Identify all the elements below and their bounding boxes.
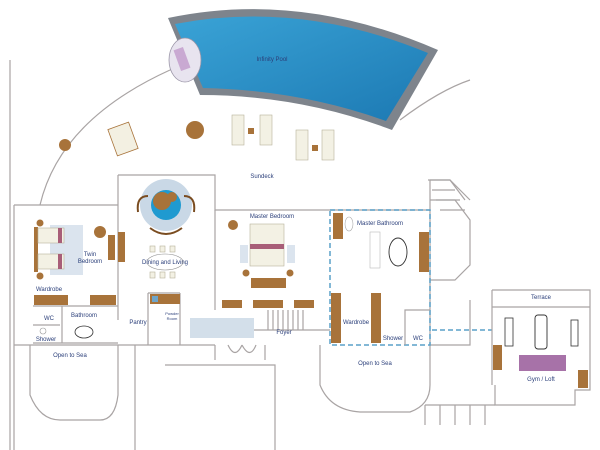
label-wardrobe-right: Wardrobe — [343, 320, 370, 326]
label-bathroom: Bathroom — [71, 313, 97, 319]
label-shower-left: Shower — [36, 337, 56, 343]
label-wc-left: WC — [44, 316, 55, 322]
label-foyer: Foyer — [276, 330, 291, 336]
master-suite-outline — [329, 209, 431, 346]
label-open-to-sea-right: Open to Sea — [358, 361, 392, 367]
label-wc-right: WC — [413, 336, 424, 342]
label-shower-right: Shower — [383, 336, 403, 342]
label-powder-room-2: Room — [167, 316, 178, 321]
label-pantry: Pantry — [129, 320, 146, 326]
label-twin-bedroom-2: Bedroom — [78, 259, 102, 265]
label-sundeck: Sundeck — [250, 174, 274, 180]
label-wardrobe-left: Wardrobe — [36, 287, 63, 293]
label-gym-loft: Gym / Loft — [527, 377, 555, 383]
label-terrace: Terrace — [531, 295, 552, 301]
label-twin-bedroom-1: Twin — [84, 252, 96, 258]
left-bathroom: WC Bathroom Shower Open to Sea — [33, 305, 118, 359]
label-infinity-pool: Infinity Pool — [256, 57, 287, 63]
label-powder-room-1: Powder — [165, 311, 179, 316]
label-dining-living: Dining and Living — [142, 260, 188, 266]
master-bathroom: Master Bathroom Wardrobe Shower WC Open … — [329, 209, 492, 367]
sundeck-furniture: Sundeck — [59, 114, 335, 180]
infinity-pool: Infinity Pool — [168, 9, 438, 130]
gym-loft: Terrace Gym / Loft — [424, 289, 591, 425]
label-open-to-sea-left: Open to Sea — [53, 353, 87, 359]
dining-living: Dining and Living — [136, 179, 196, 279]
pantry-powder: Pantry Powder Room — [129, 292, 254, 345]
label-master-bathroom: Master Bathroom — [357, 221, 403, 227]
label-master-bedroom: Master Bedroom — [250, 214, 294, 220]
twin-bedroom: Twin Bedroom Wardrobe — [34, 219, 125, 305]
master-bedroom: Master Bedroom Foyer — [222, 214, 314, 336]
